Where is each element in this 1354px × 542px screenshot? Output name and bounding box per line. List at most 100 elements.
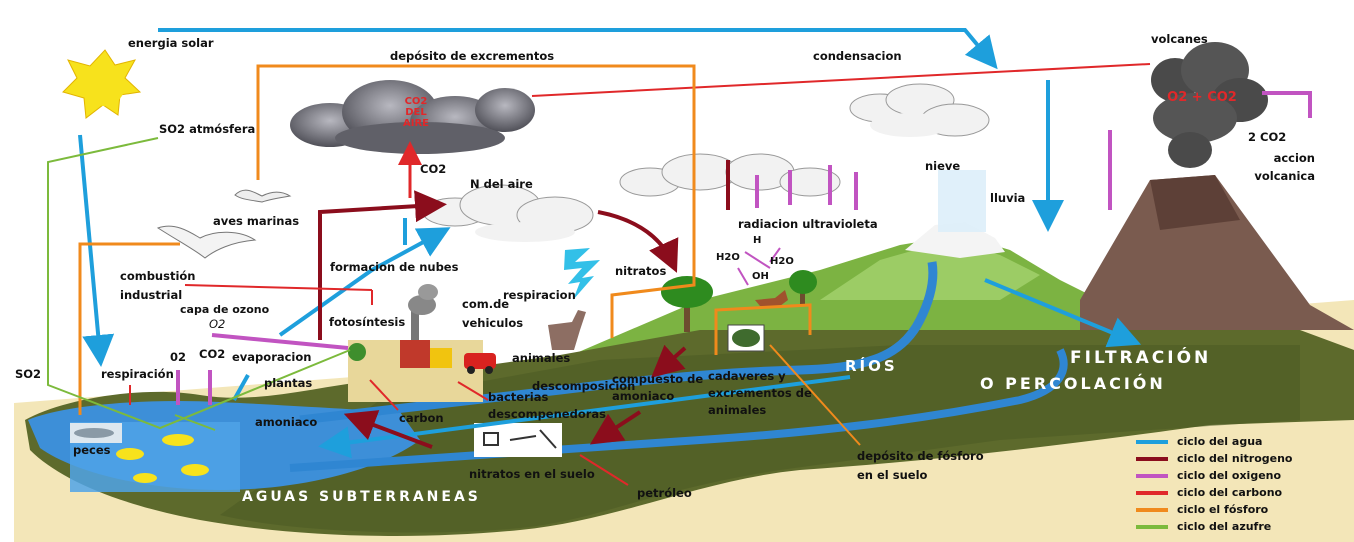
label-condensacion: condensacion	[813, 49, 902, 63]
legend: ciclo del agua ciclo del nitrogeno ciclo…	[1136, 434, 1346, 536]
river-lower	[289, 348, 1068, 472]
nitrogen-to-nitratos	[597, 210, 679, 273]
label-2co2: 2 CO2	[1248, 130, 1287, 144]
label-nitratos: nitratos	[615, 264, 667, 278]
label-o2: 02	[170, 350, 187, 364]
label-amoniaco: amoniaco	[255, 415, 318, 429]
label-bacterias: bacterias descompenedoras	[488, 390, 607, 421]
fish-yellow-2	[116, 448, 144, 460]
car	[464, 353, 496, 369]
legend-swatch-carbono	[1136, 491, 1168, 495]
label-h2o-left: H2O	[716, 252, 740, 263]
label-formacion-nubes: formacion de nubes	[330, 260, 459, 274]
carbon-carbon	[369, 379, 399, 411]
legend-item-azufre: ciclo del azufre	[1136, 519, 1346, 536]
factory-2	[430, 348, 452, 368]
rain-box	[938, 170, 986, 232]
decomposing-matter	[732, 329, 760, 347]
label-nitratos-suelo: nitratos en el suelo	[469, 467, 595, 481]
label-deposito-excrementos: depósito de excrementos	[390, 49, 555, 63]
co2-del-aire-text: CO2 DEL AIRE	[403, 96, 429, 129]
nitrogen-path	[318, 190, 447, 340]
label-descomposicion: descomposicion	[532, 379, 636, 393]
percolacion-text: O PERCOLACIÓN	[980, 374, 1166, 393]
seabird-1	[234, 189, 292, 203]
label-nieve: nieve	[925, 159, 961, 173]
nitrogen-amoniaco	[343, 410, 433, 449]
label-animales: animales	[512, 351, 571, 365]
rios-text: RÍOS	[845, 357, 898, 375]
bacteria-glyphs	[483, 429, 557, 449]
oxygen-volcano	[1262, 91, 1312, 118]
fish-yellow-1	[162, 434, 194, 446]
smoke-2	[418, 284, 438, 300]
tree-trunk	[684, 300, 690, 332]
label-o2-ozono: O2	[209, 317, 226, 331]
legend-item-oxigeno: ciclo del oxigeno	[1136, 468, 1346, 485]
label-so2-atmosfera: SO2 atmósfera	[159, 122, 256, 136]
label-peces: peces	[73, 443, 111, 457]
legend-swatch-agua	[1136, 440, 1168, 444]
tree-crown	[348, 343, 366, 361]
label-oh: OH	[752, 271, 769, 282]
label-deposito-fosforo: depósito de fósforo en el suelo	[857, 449, 984, 482]
legend-item-fosforo: ciclo el fósforo	[1136, 502, 1346, 519]
legend-label: ciclo del nitrogeno	[1177, 452, 1293, 465]
water-arrow-filt	[984, 278, 1142, 348]
white-cloud-right	[619, 83, 990, 197]
phos-top	[256, 64, 696, 338]
label-compuesto-amoniaco: compuesto de amoniaco	[612, 372, 704, 403]
dark-cloud	[290, 80, 535, 154]
sun	[62, 49, 142, 119]
legend-label: ciclo del carbono	[1177, 486, 1283, 499]
bacteria-box	[474, 423, 562, 457]
legend-swatch-azufre	[1136, 525, 1168, 529]
water-arrow-evap	[278, 227, 451, 337]
label-plantas: plantas	[264, 376, 313, 390]
label-aves-marinas: aves marinas	[213, 214, 300, 228]
tree-crown-3	[789, 270, 817, 294]
phos-animals	[714, 303, 812, 355]
fish-yellow-4	[133, 473, 157, 483]
car-wheel-1	[467, 366, 475, 374]
volcano-cloud	[1151, 42, 1268, 168]
river	[299, 261, 938, 425]
label-volcanes: volcanes	[1151, 32, 1208, 46]
fish-gray	[74, 428, 114, 438]
label-h: H	[753, 235, 762, 246]
label-radiacion-ultravioleta: radiacion ultravioleta	[738, 217, 878, 231]
carbon-car	[457, 381, 489, 401]
label-lluvia: lluvia	[990, 191, 1026, 205]
moose	[548, 310, 586, 350]
legend-label: ciclo del oxigeno	[1177, 469, 1282, 482]
label-accion-volcanica: accion volcanica	[1254, 151, 1315, 183]
chimney	[411, 300, 419, 340]
label-evaporacion: evaporacion	[232, 350, 312, 364]
sulfur-path	[47, 137, 351, 430]
label-com-vehiculos: com.de vehiculos	[462, 297, 524, 330]
sulfur-path-2	[174, 414, 216, 431]
label-energia-solar: energia solar	[128, 36, 214, 50]
legend-item-nitrogeno: ciclo del nitrogeno	[1136, 451, 1346, 468]
water-arrow-top	[158, 28, 998, 70]
tree-crown-2	[661, 276, 713, 308]
legend-label: ciclo del azufre	[1177, 520, 1272, 533]
label-carbon: carbon	[399, 411, 444, 425]
carbon-industry	[184, 284, 373, 291]
legend-item-agua: ciclo del agua	[1136, 434, 1346, 451]
label-capa-ozono: capa de ozono	[180, 303, 270, 316]
filtracion-text: FILTRACIÓN	[1070, 348, 1212, 368]
legend-label: ciclo del agua	[1177, 435, 1263, 448]
label-co2: CO2	[420, 162, 447, 176]
volcano-gas-text: O2 + CO2	[1167, 90, 1237, 105]
label-petroleo: petróleo	[637, 486, 692, 500]
nitrogen-compuesto	[650, 344, 687, 378]
label-so2-left: SO2	[15, 367, 42, 381]
white-cloud-center	[422, 184, 594, 242]
smoke	[408, 295, 436, 315]
oxygen-1	[211, 333, 349, 350]
oxygen-h2o	[737, 247, 781, 286]
factory	[400, 340, 430, 368]
label-fotosintesis: fotosíntesis	[329, 315, 406, 329]
